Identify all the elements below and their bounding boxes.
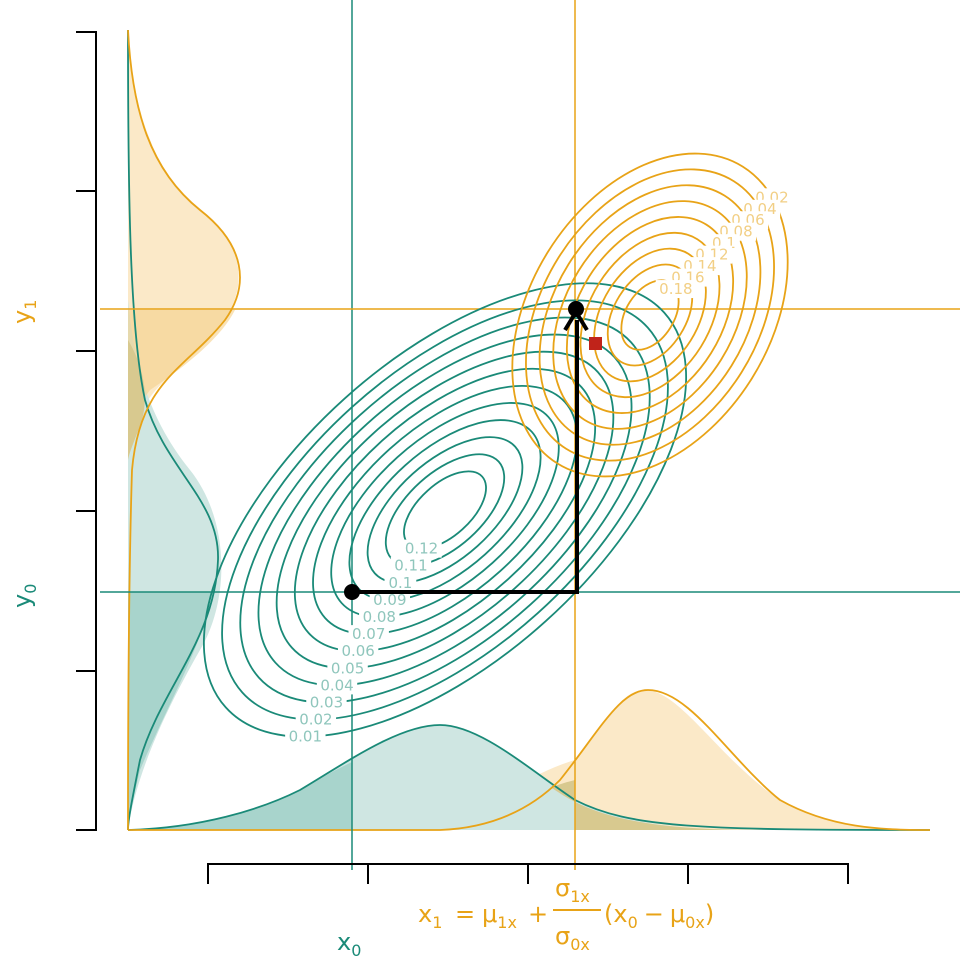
contour-line (593, 247, 707, 383)
contour-line (525, 168, 775, 462)
contour-label-background (348, 625, 389, 644)
contour-label: 0.02 (299, 711, 332, 729)
orange-y-density-curve (127, 29, 241, 831)
y1-label-main: y (8, 310, 36, 324)
marginal-density-curves (127, 29, 931, 831)
orange-x-density-curve (128, 689, 931, 831)
formula-x0-sub: 0 (628, 913, 638, 932)
contour-line (366, 436, 524, 584)
contour-label: 0.08 (363, 608, 396, 626)
contour-label-background (359, 608, 400, 627)
contour-label: 0.01 (289, 728, 322, 746)
contour-label-background (316, 676, 358, 695)
contour-label: 0.1 (388, 574, 412, 592)
formula-numerator: σ1x (555, 874, 590, 906)
contour-label-background (369, 590, 411, 609)
contour-label: 0.18 (659, 280, 692, 298)
formula-mu0-sub: 0x (685, 913, 705, 932)
y-axis-line (76, 31, 97, 831)
contour-line (565, 216, 735, 414)
x0-label-main: x (337, 928, 351, 956)
formula-lhs-main: x (418, 900, 432, 928)
x1-formula: x1 = μ1x + σ1x σ0x (x0−μ0x) (418, 874, 714, 954)
y0-label-sub: 0 (21, 584, 40, 594)
red-square-marker (589, 337, 602, 350)
teal-x-density-curve (127, 724, 931, 831)
teal-x-density-dark-fill (128, 762, 352, 830)
y0-label: y0 (8, 584, 40, 608)
teal-y-density-dark-fill (128, 592, 212, 830)
contour-label-background (390, 556, 432, 575)
x-axis (207, 863, 849, 884)
formula-minus: − (644, 900, 664, 928)
start-point (344, 584, 360, 600)
orange-contour-set: 0.020.040.060.080.10.120.140.160.18 (511, 152, 793, 478)
contour-label-background (401, 539, 442, 558)
contour-line (384, 453, 506, 567)
formula-den-sub: 0x (570, 935, 590, 954)
contour-label: 0.06 (341, 642, 374, 660)
contour-label-background (384, 573, 417, 592)
formula-den-main: σ (555, 922, 570, 950)
orange-x-density-fill (128, 690, 928, 830)
formula-num-sub: 1x (570, 887, 590, 906)
formula-equals: = (455, 900, 475, 928)
x0-label-sub: 0 (351, 941, 361, 960)
y1-label: y1 (8, 300, 40, 324)
overlap-x-density-fill (549, 780, 760, 830)
contour-label: 0.07 (352, 625, 385, 643)
path-line (352, 320, 579, 594)
contour-line (257, 333, 633, 687)
orange-y-density-dark-fill (128, 310, 235, 450)
formula-mu0-main: μ (670, 900, 685, 928)
contour-line (221, 299, 669, 721)
end-point (568, 301, 584, 317)
contour-label: 0.04 (320, 676, 353, 694)
contour-label: 0.05 (331, 659, 364, 677)
y1-label-sub: 1 (21, 300, 40, 310)
x0-label: x0 (337, 928, 361, 960)
contour-label: 0.11 (394, 557, 427, 575)
formula-lhs: x1 (418, 900, 442, 932)
contour-label: 0.09 (373, 591, 406, 609)
contour-line (552, 200, 748, 430)
formula-paren-open: ( (604, 900, 613, 928)
contour-label-background (285, 727, 326, 746)
teal-contour-set: 0.010.020.030.040.050.060.070.080.090.10… (202, 282, 688, 746)
formula-mu1: μ1x (482, 900, 517, 932)
teal-y-density-curve (127, 29, 219, 831)
contour-line (606, 263, 694, 367)
y-axis (76, 31, 97, 831)
contour-label-background (337, 642, 379, 661)
formula-lhs-sub: 1 (432, 913, 442, 932)
contour-line (293, 367, 597, 653)
formula-mu1-main: μ (482, 900, 497, 928)
formula-mu1-sub: 1x (497, 913, 517, 932)
contour-line (239, 316, 651, 704)
contour-line (312, 384, 578, 636)
formula-x0-main: x (613, 900, 627, 928)
contour-line (202, 282, 688, 738)
marginal-densities (128, 30, 928, 830)
contour-line (330, 402, 560, 618)
formula-plus: + (528, 900, 548, 928)
y0-label-main: y (8, 594, 36, 608)
contour-label-background (655, 280, 697, 299)
contour-label: 0.12 (405, 540, 438, 558)
contour-label-background (295, 710, 337, 729)
contour-label: 0.03 (310, 693, 343, 711)
formula-num-main: σ (555, 874, 570, 902)
contour-label-background (306, 693, 347, 712)
contour-label-background (327, 659, 368, 678)
contour-line (511, 152, 789, 478)
formula-denominator: σ0x (555, 922, 590, 954)
formula-parenthesis-group: (x0−μ0x) (604, 900, 714, 932)
contour-line (275, 350, 615, 670)
contour-line (579, 231, 721, 399)
conditional-path (344, 301, 602, 600)
formula-paren-close: ) (705, 900, 714, 928)
